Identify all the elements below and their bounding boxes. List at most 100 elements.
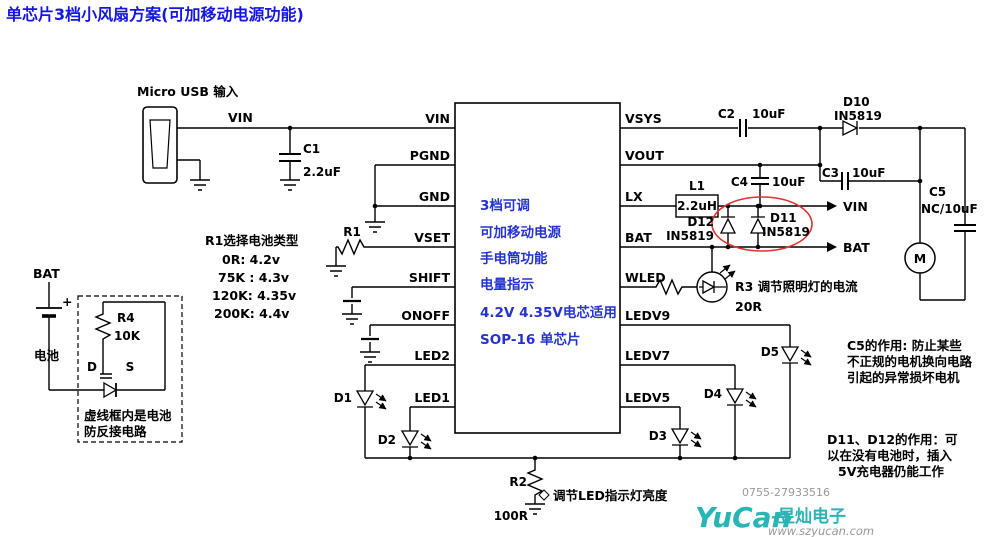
note-line: 虚线框内是电池: [84, 408, 172, 423]
battery-net-label: BAT: [33, 266, 60, 281]
d12-label: D12: [687, 215, 714, 229]
ic-feature: 电量指示: [480, 276, 534, 293]
r4-value: 10K: [114, 329, 141, 343]
wire-protect: [102, 301, 166, 391]
d3-led: [670, 428, 690, 446]
note-line: 不正规的电机换向电路: [847, 354, 973, 369]
capacitors: [279, 119, 976, 232]
c2-value: 10uF: [752, 107, 785, 121]
ic-pin-label: GND: [419, 189, 450, 204]
note-line: R1选择电池类型: [205, 233, 299, 248]
d12-value: IN5819: [666, 229, 714, 243]
net-label-vin: VIN: [228, 110, 253, 125]
page-title: 单芯片3档小风扇方案(可加移动电源功能): [6, 5, 304, 24]
ic-pin-label: LEDV7: [625, 348, 670, 363]
d1-led-rays-icon: [376, 394, 386, 409]
ic-left-pins: VIN PGND GND VSET SHIFT ONOFF LED2 LED1: [401, 111, 450, 405]
ground-symbol: [325, 265, 347, 277]
r1-resistor: [336, 238, 368, 256]
d11-d12-purpose-note: D11、D12的作用：可 以在没有电池时，插入 5V充电器仍能工作: [827, 432, 958, 479]
c5-purpose-note: C5的作用: 防止某些 不正规的电机换向电路 引起的异常损坏电机: [847, 338, 973, 385]
bat-out-label: BAT: [843, 240, 870, 255]
ic-pin-label: BAT: [625, 230, 652, 245]
reverse-protect-box: [77, 295, 183, 443]
d11-label: D11: [770, 211, 797, 225]
d11-diode: [749, 216, 767, 234]
mosfet-symbol: [100, 373, 118, 399]
watermark: 0755-27933516 YuCan -昱灿电子 www.szyucan.co…: [695, 486, 874, 537]
c3-label: C3: [822, 166, 839, 180]
ic-pin-label: PGND: [410, 148, 450, 163]
mosfet-drain-label: D: [87, 360, 97, 374]
ic-feature: SOP-16 单芯片: [480, 331, 580, 348]
ic-pin-label: LX: [625, 189, 643, 204]
wire-wled: [620, 247, 713, 288]
note-line: 以在没有电池时，插入: [827, 448, 953, 463]
usb-shell: [142, 106, 178, 184]
d10-diode: [842, 119, 859, 137]
l1-inductor: [675, 194, 719, 218]
d3-label: D3: [649, 429, 667, 443]
c3-capacitor: [841, 172, 849, 190]
mosfet-gate-bars: [100, 373, 112, 379]
circuit-wires: [48, 127, 966, 504]
mosfet-source-label: S: [126, 360, 135, 374]
lamp-led-symbol: [702, 279, 716, 295]
c3-value: 10uF: [852, 166, 885, 180]
note-line: 200K: 4.4v: [214, 306, 289, 321]
ic-pin-label: LEDV9: [625, 308, 670, 323]
watermark-brand-cn: -昱灿电子: [771, 506, 846, 527]
diodes: [355, 119, 859, 448]
d2-label: D2: [378, 433, 396, 447]
c2-label: C2: [718, 107, 735, 121]
vin-arrow-icon: [827, 201, 837, 211]
ic-pin-label: LED1: [414, 390, 450, 405]
d3-led-rays-icon: [691, 432, 701, 447]
d1-label: D1: [334, 391, 352, 405]
c5-capacitor: [954, 224, 976, 232]
ic-feature: 3档可调: [480, 197, 530, 214]
d5-led-rays-icon: [801, 350, 811, 365]
ground-symbol: [341, 313, 363, 325]
wled-rays-icon: [719, 264, 736, 280]
ground-symbol: [524, 503, 546, 515]
battery-symbol: [36, 307, 62, 318]
ic-pin-label: VSET: [414, 230, 450, 245]
d4-led: [725, 388, 745, 406]
micro-usb-connector: [142, 106, 178, 184]
d1-led: [355, 390, 375, 408]
wire-motor: [919, 128, 965, 301]
note-line: 0R: 4.2v: [222, 252, 280, 267]
wire-usb-gnd: [177, 159, 201, 180]
ic-pin-label: VSYS: [625, 111, 662, 126]
note-line: 75K : 4.3v: [218, 270, 289, 285]
wire-ledv9: [620, 324, 791, 458]
ic-pin-label: LED2: [414, 348, 450, 363]
ic-feature: 4.2V 4.35V电芯适用: [480, 304, 617, 321]
d5-label: D5: [761, 345, 779, 359]
d12-diode: [719, 216, 737, 234]
ic-feature-list: 3档可调 可加移动电源 手电筒功能 电量指示 4.2V 4.35V电芯适用 SO…: [480, 197, 617, 348]
r4-resistor: [94, 310, 112, 346]
wire-led2: [364, 364, 455, 458]
note-line: 防反接电路: [84, 424, 147, 439]
diamond-marker-icon: [538, 489, 550, 501]
r2-value: 100R: [494, 509, 528, 523]
bat-arrow-icon: [827, 242, 837, 252]
d5-led: [780, 346, 800, 364]
ic-right-pins: VSYS VOUT LX BAT WLED LEDV9 LEDV7 LEDV5: [625, 111, 670, 405]
ground-symbol: [364, 221, 386, 233]
note-line: 引起的异常损坏电机: [847, 370, 960, 385]
c2-capacitor: [739, 119, 747, 137]
l1-label: L1: [689, 179, 705, 193]
note-line: D11、D12的作用：可: [827, 432, 958, 447]
r3-note: R3 调节照明灯的电流: [735, 279, 858, 294]
push-buttons: [343, 299, 379, 341]
usb-label: Micro USB 输入: [137, 84, 239, 99]
wled-lamp: [696, 264, 736, 303]
d2-led: [400, 430, 420, 448]
r4-label: R4: [117, 311, 135, 325]
ic-pin-label: VOUT: [625, 148, 664, 163]
